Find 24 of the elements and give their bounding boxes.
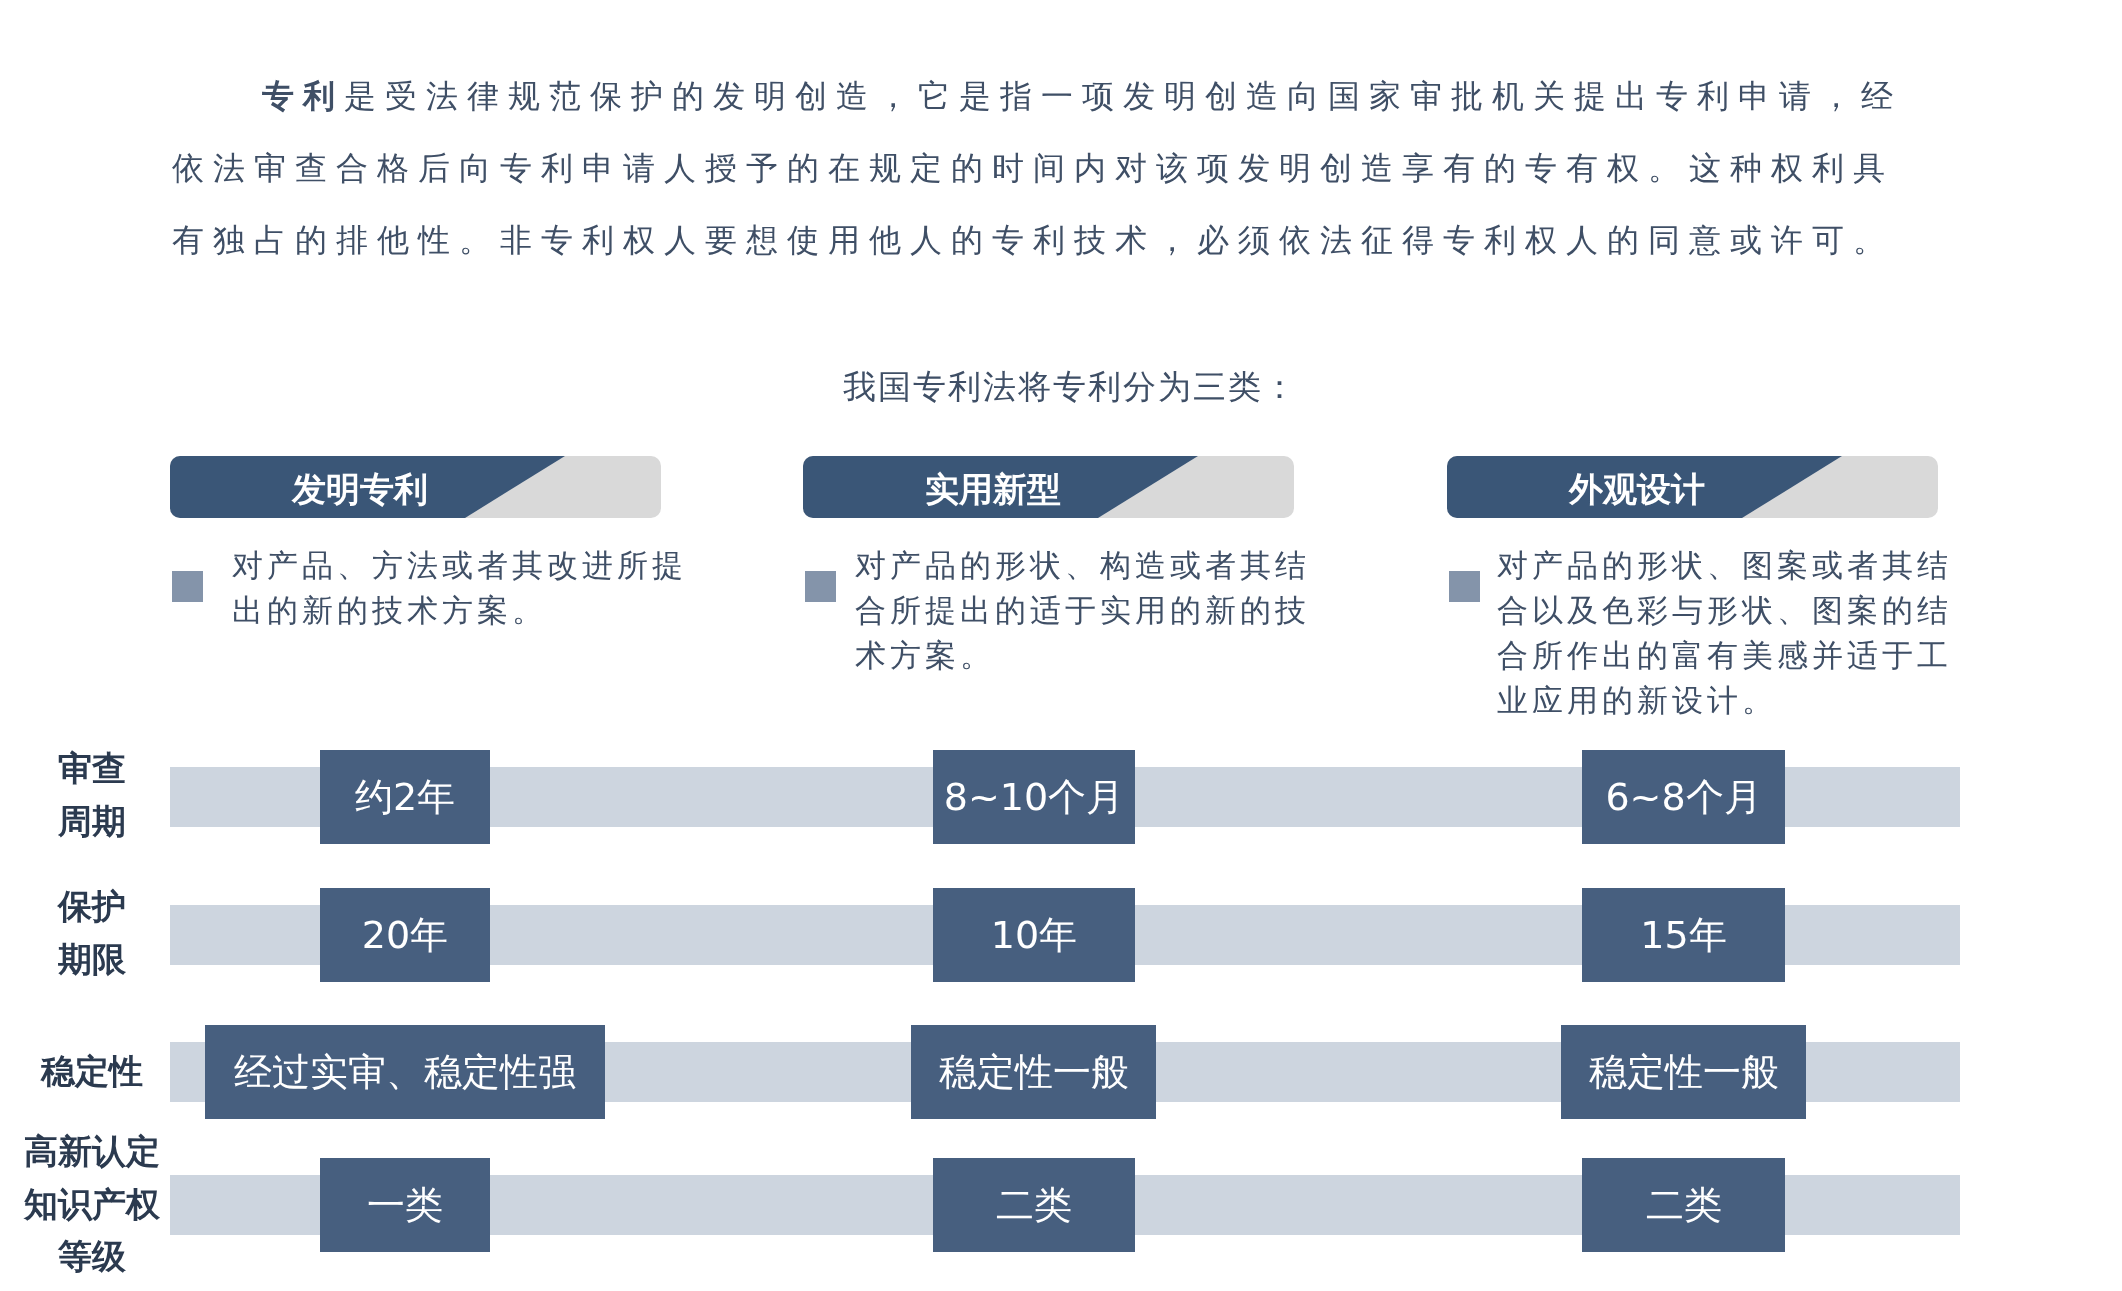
value-box: 约2年 (320, 750, 490, 844)
value-box: 二类 (933, 1158, 1135, 1252)
description-text: 对产品的形状、构造或者其结合所提出的适于实用的新的技术方案。 (855, 546, 1311, 675)
value-box: 稳定性一般 (1561, 1025, 1806, 1119)
value-box: 经过实审、稳定性强 (205, 1025, 605, 1119)
description-text: 对产品、方法或者其改进所提出的新的技术方案。 (232, 546, 688, 630)
value-box: 20年 (320, 888, 490, 982)
description-text: 对产品的形状、图案或者其结合以及色彩与形状、图案的结合所作出的富有美感并适于工业应用的新设计。 (1497, 546, 1953, 720)
row-label: 高新认定知识产权等级 (23, 1130, 161, 1279)
row-label: 稳定性 (39, 1050, 144, 1093)
category-tab: 实用新型 (803, 456, 1294, 518)
value-box: 一类 (320, 1158, 490, 1252)
value-box: 8~10个月 (933, 750, 1135, 844)
intro-paragraph: 专利是受法律规范保护的发明创造，它是指一项发明创造向国家审批机关提出专利申请，经依法审查合格后向专利申请人授予的在规定的时间内对该项发明创造享有的专有权。这种权利具有独占的排他性。非专利权人要想使用他人的专利技术，必须依法征得专利权人的同意或许可。 (172, 76, 1903, 261)
row-label: 审查周期 (57, 747, 127, 843)
value-box: 稳定性一般 (911, 1025, 1156, 1119)
value-box: 二类 (1582, 1158, 1785, 1252)
value-box: 10年 (933, 888, 1135, 982)
value-box: 6~8个月 (1582, 750, 1785, 844)
category-tab: 外观设计 (1447, 456, 1938, 518)
row-label: 保护期限 (56, 885, 127, 981)
subtitle: 我国专利法将专利分为三类： (841, 366, 1299, 408)
category-tab: 发明专利 (170, 456, 661, 518)
value-box: 15年 (1582, 888, 1785, 982)
